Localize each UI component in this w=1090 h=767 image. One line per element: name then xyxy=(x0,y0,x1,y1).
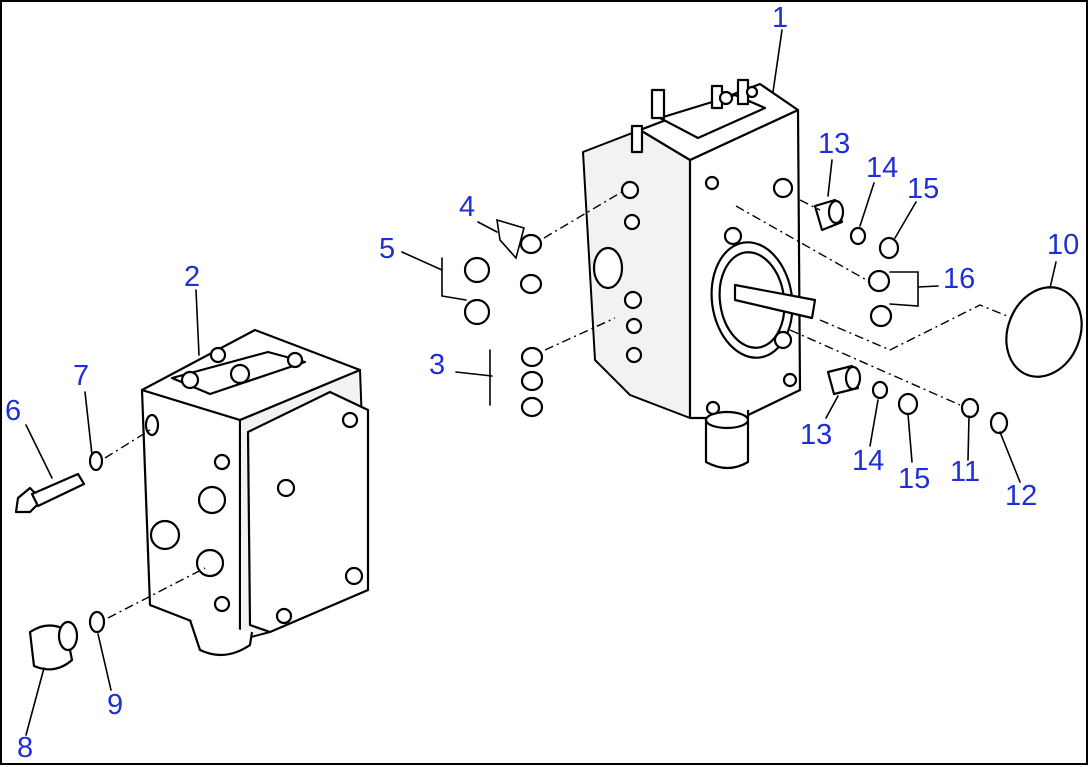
assembly-lines xyxy=(104,189,1013,619)
callout-16: 16 xyxy=(943,263,975,295)
plug-8 xyxy=(28,620,79,671)
o-ring-group-5 xyxy=(463,256,491,326)
callout-10: 10 xyxy=(1047,229,1079,261)
callout-14-lower: 14 xyxy=(852,445,884,477)
callout-6: 6 xyxy=(5,395,21,427)
washer-7 xyxy=(88,450,104,472)
sleeve-13-upper xyxy=(813,198,845,232)
callout-2: 2 xyxy=(184,261,200,293)
callout-3: 3 xyxy=(429,349,445,381)
sleeve-13-lower xyxy=(826,364,862,396)
o-ring-group-3 xyxy=(520,346,544,418)
leader-lines xyxy=(25,29,1057,736)
bolt-6 xyxy=(14,472,86,514)
callout-12: 12 xyxy=(1005,480,1037,512)
o-ring-15-upper xyxy=(878,236,900,260)
callout-4: 4 xyxy=(459,191,475,223)
o-ring-group-16 xyxy=(867,269,893,328)
o-ring-12 xyxy=(989,411,1009,435)
callout-5: 5 xyxy=(379,233,395,265)
valve-body-1 xyxy=(582,78,817,470)
callout-1: 1 xyxy=(772,2,788,34)
callout-7: 7 xyxy=(73,360,89,392)
o-ring-group-4 xyxy=(519,233,543,295)
o-ring-9 xyxy=(88,610,106,634)
callout-11: 11 xyxy=(950,456,980,488)
valve-body-2 xyxy=(140,328,370,657)
callout-15-lower: 15 xyxy=(898,463,930,495)
callout-15-upper: 15 xyxy=(907,173,939,205)
callout-labels: 1 2 3 4 5 6 7 8 9 10 11 12 13 13 14 14 1… xyxy=(5,2,1079,764)
o-ring-15-lower xyxy=(897,392,919,416)
callout-13-upper: 13 xyxy=(818,128,850,160)
callout-13-lower: 13 xyxy=(800,419,832,451)
washer-11 xyxy=(960,397,980,419)
washer-14-upper xyxy=(849,226,867,246)
callout-14-upper: 14 xyxy=(866,152,898,184)
washer-14-lower xyxy=(871,380,889,400)
o-ring-10 xyxy=(1005,286,1083,378)
callout-9: 9 xyxy=(107,689,123,721)
callout-8: 8 xyxy=(17,732,33,764)
